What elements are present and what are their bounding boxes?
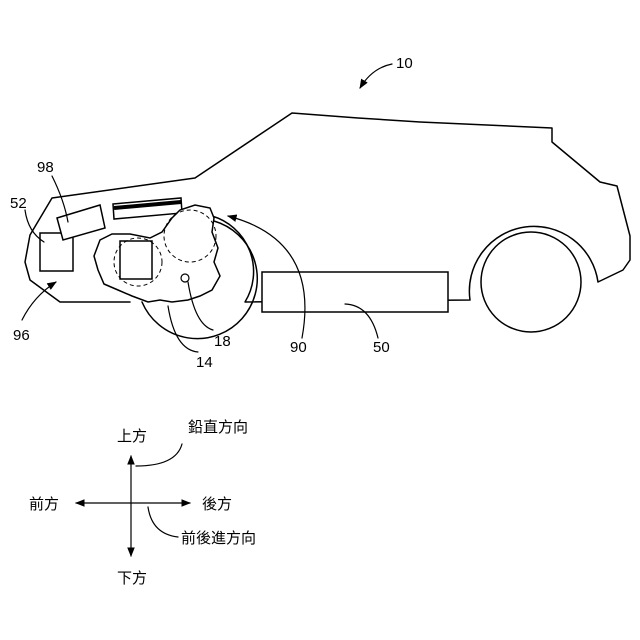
label-longitudinal-direction: 前後進方向 bbox=[181, 529, 256, 547]
leader-longitudinal bbox=[148, 507, 178, 537]
label-rear: 後方 bbox=[202, 495, 232, 513]
label-90: 90 bbox=[290, 339, 307, 356]
label-98: 98 bbox=[37, 159, 54, 176]
label-52: 52 bbox=[10, 195, 27, 212]
leader-10 bbox=[360, 64, 392, 88]
label-vertical-direction: 鉛直方向 bbox=[188, 418, 248, 436]
inner-component bbox=[120, 241, 152, 279]
upper-bar-component bbox=[113, 198, 182, 219]
label-10: 10 bbox=[396, 55, 413, 72]
label-up: 上方 bbox=[117, 427, 147, 445]
leader-vertical bbox=[136, 444, 182, 466]
label-14: 14 bbox=[196, 354, 213, 371]
component-box-98 bbox=[57, 205, 105, 240]
power-unit-90 bbox=[94, 205, 220, 302]
label-down: 下方 bbox=[117, 569, 147, 587]
label-front: 前方 bbox=[29, 495, 59, 513]
rear-wheel bbox=[481, 232, 581, 332]
label-50: 50 bbox=[373, 339, 390, 356]
leader-96 bbox=[22, 282, 56, 320]
leader-14 bbox=[168, 306, 198, 352]
label-18: 18 bbox=[214, 333, 231, 350]
label-96: 96 bbox=[13, 327, 30, 344]
